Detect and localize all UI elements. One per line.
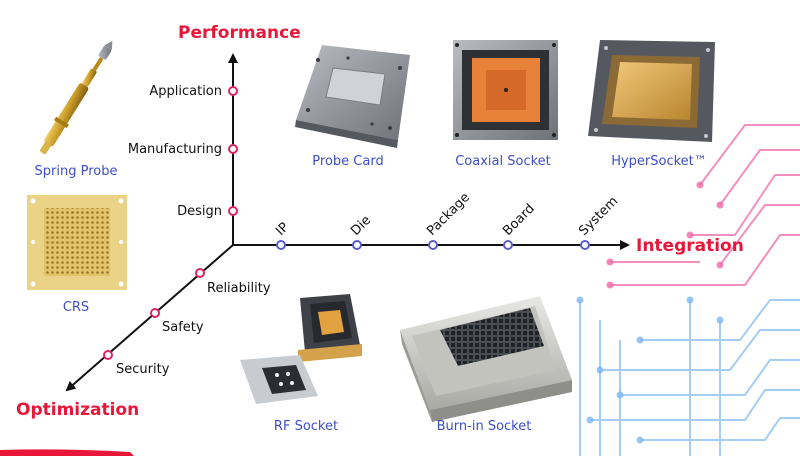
marker-reliability <box>195 268 205 278</box>
axis-label-manufacturing: Manufacturing <box>128 142 222 157</box>
probe-card-image <box>295 45 410 148</box>
axis-label-package: Package <box>424 190 473 239</box>
product-label-spring-probe: Spring Probe <box>35 164 118 179</box>
marker-security <box>103 350 113 360</box>
product-label-coaxial-socket: Coaxial Socket <box>455 154 551 169</box>
product-label-crs: CRS <box>63 300 89 315</box>
rf-socket-image <box>240 294 362 404</box>
product-label-hypersocket: HyperSocket™ <box>611 154 707 169</box>
axis-label-safety: Safety <box>162 320 204 335</box>
coaxial-socket-image <box>453 40 558 140</box>
axis-title-integration: Integration <box>636 236 744 256</box>
marker-safety <box>150 308 160 318</box>
vertical-axis-markers <box>228 86 238 216</box>
axis-label-system: System <box>576 194 621 239</box>
hypersocket-image <box>588 40 715 142</box>
marker-board <box>503 240 513 250</box>
axis-label-board: Board <box>500 201 538 239</box>
axis-title-performance: Performance <box>178 23 301 43</box>
marker-design <box>228 206 238 216</box>
crs-image <box>27 195 127 290</box>
axis-title-optimization: Optimization <box>16 400 139 420</box>
accent-strip <box>0 449 134 456</box>
marker-package <box>428 240 438 250</box>
marker-die <box>352 240 362 250</box>
spring-probe-image <box>40 40 113 155</box>
product-label-rf-socket: RF Socket <box>274 419 338 434</box>
axis-label-ip: IP <box>273 220 292 239</box>
axis-label-design: Design <box>177 204 222 219</box>
axis-label-reliability: Reliability <box>207 281 271 296</box>
diagonal-axis-markers <box>103 268 205 360</box>
product-label-burnin-socket: Burn-in Socket <box>437 419 532 434</box>
axis-label-die: Die <box>348 213 374 239</box>
marker-manufacturing <box>228 144 238 154</box>
marker-ip <box>276 240 286 250</box>
horizontal-axis-markers <box>276 240 590 250</box>
marker-application <box>228 86 238 96</box>
marker-system <box>580 240 590 250</box>
burnin-socket-image <box>400 296 572 422</box>
axis-label-security: Security <box>116 362 170 377</box>
circuit-background <box>576 124 800 456</box>
product-label-probe-card: Probe Card <box>312 154 383 169</box>
diagonal-axis <box>65 244 234 392</box>
axis-label-application: Application <box>149 84 222 99</box>
